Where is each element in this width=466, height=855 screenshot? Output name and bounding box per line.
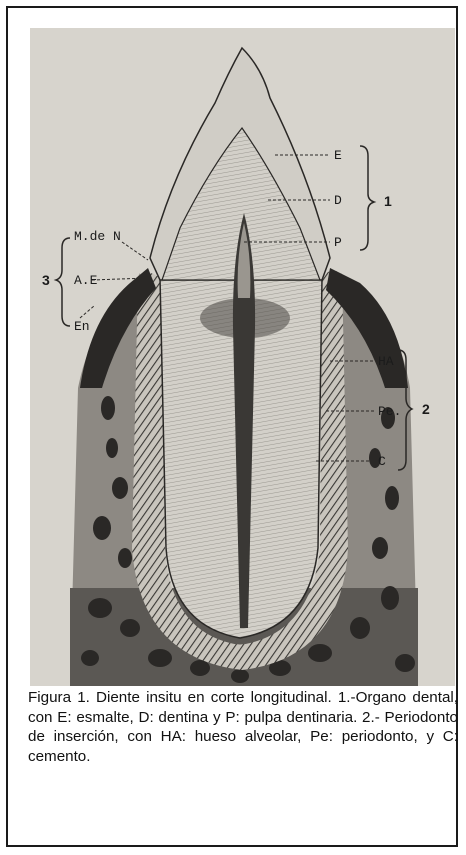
label-group-3: 3 bbox=[42, 272, 50, 288]
label-pe: Pe. bbox=[378, 404, 401, 419]
tooth-diagram: E D P 1 M.de N A.E En 3 HA Pe. C 2 bbox=[30, 28, 455, 686]
tooth-illustration: E D P 1 M.de N A.E En 3 HA Pe. C 2 bbox=[30, 28, 455, 686]
label-pulp: P bbox=[334, 235, 342, 250]
figure-frame: E D P 1 M.de N A.E En 3 HA Pe. C 2 Figur… bbox=[6, 6, 458, 847]
label-ae: A.E bbox=[74, 273, 98, 288]
label-enamel: E bbox=[334, 148, 342, 163]
label-mden: M.de N bbox=[74, 229, 121, 244]
label-en: En bbox=[74, 319, 90, 334]
label-c: C bbox=[378, 454, 386, 469]
label-group-2: 2 bbox=[422, 401, 430, 417]
label-dentin: D bbox=[334, 193, 342, 208]
label-group-1: 1 bbox=[384, 193, 392, 209]
label-ha: HA bbox=[378, 354, 394, 369]
figure-caption: Figura 1. Diente insitu en corte longitu… bbox=[28, 688, 458, 766]
